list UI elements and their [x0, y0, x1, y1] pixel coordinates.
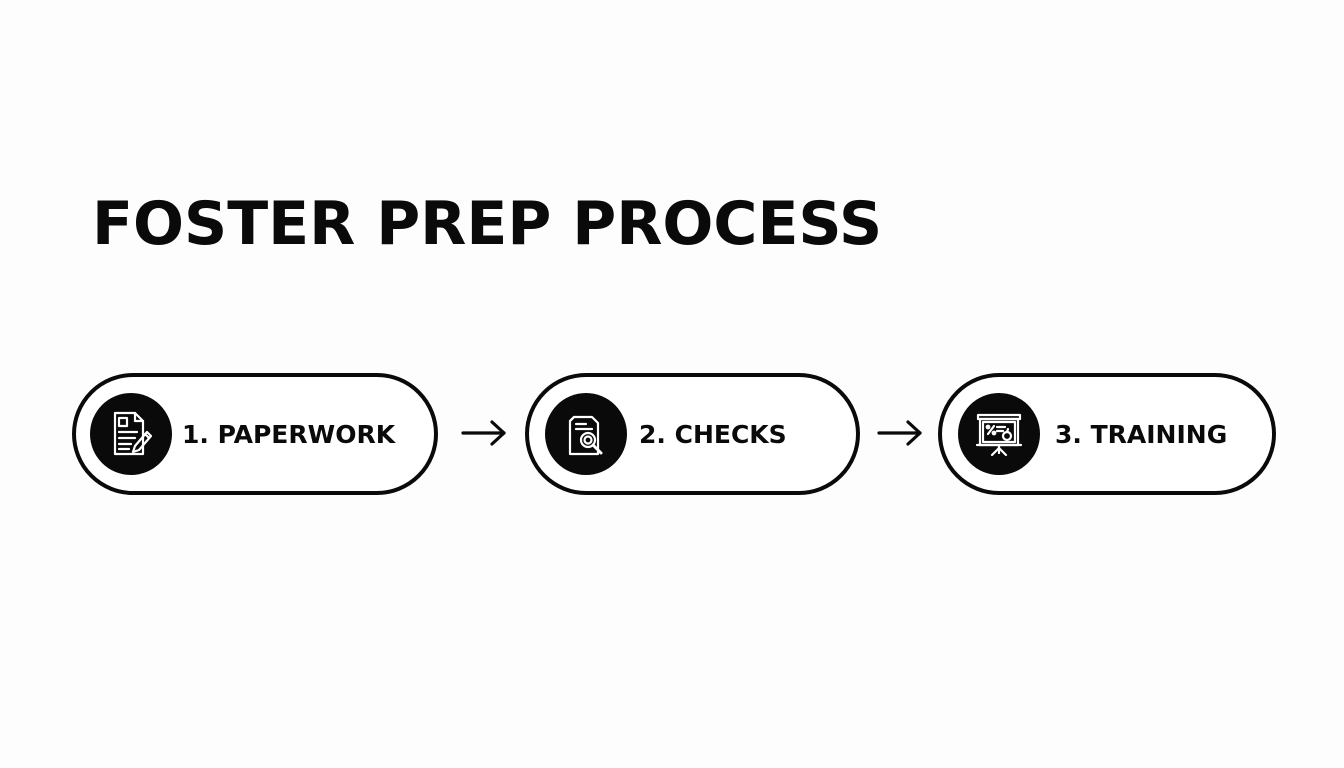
step-icon-circle — [90, 393, 172, 475]
step-icon-circle — [545, 393, 627, 475]
presentation-board-icon — [975, 413, 1023, 457]
step-label: 2. CHECKS — [639, 419, 787, 449]
step-checks: 2. CHECKS — [525, 373, 860, 495]
arrow-right-icon — [877, 420, 922, 446]
diagram-title: FOSTER PREP PROCESS — [92, 189, 883, 259]
document-pen-icon — [113, 411, 153, 456]
document-magnifier-icon — [568, 415, 603, 456]
step-icon-circle — [958, 393, 1040, 475]
step-label: 3. TRAINING — [1055, 419, 1228, 449]
step-paperwork: 1. PAPERWORK — [72, 373, 438, 495]
step-label: 1. PAPERWORK — [182, 419, 396, 449]
step-training: 3. TRAINING — [938, 373, 1276, 495]
arrow-right-icon — [461, 420, 506, 446]
